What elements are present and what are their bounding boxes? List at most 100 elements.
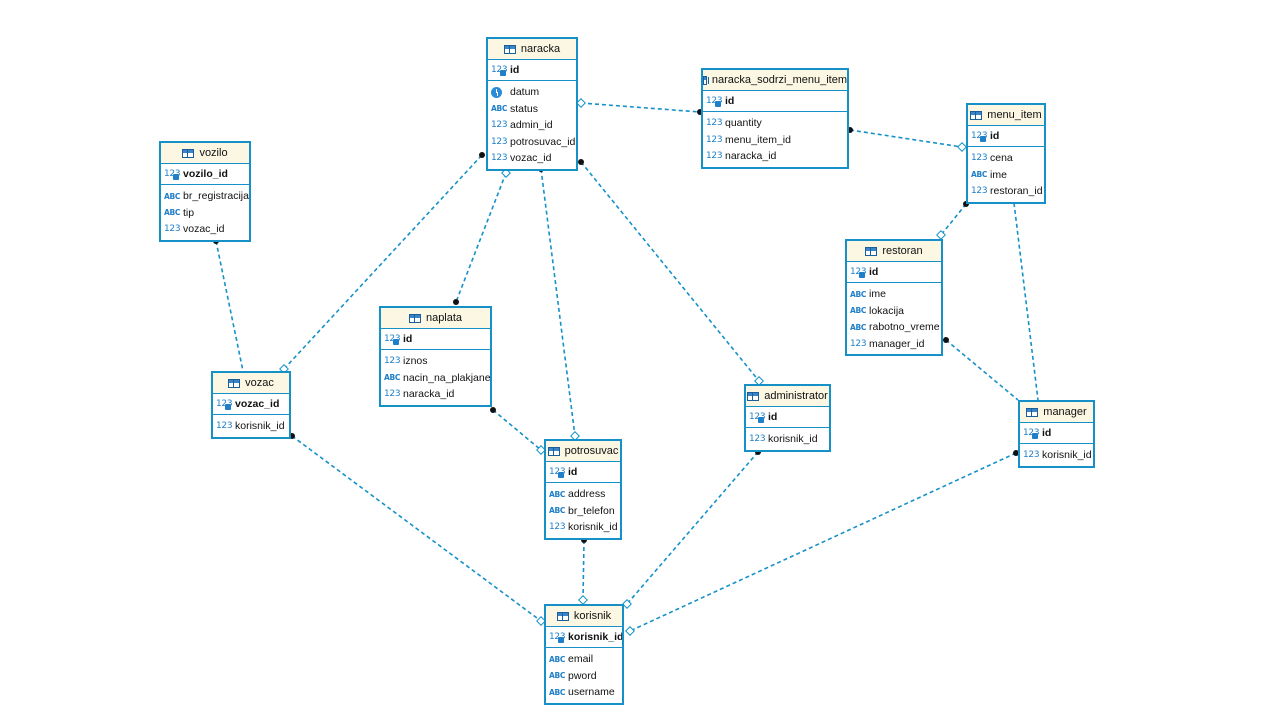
entity-header[interactable]: naracka bbox=[488, 39, 576, 60]
entity-header[interactable]: naracka_sodrzi_menu_item bbox=[703, 70, 847, 91]
relationship-naplata-potrosuvac[interactable] bbox=[490, 407, 546, 455]
entity-header[interactable]: menu_item bbox=[968, 105, 1044, 126]
column-name: id bbox=[768, 411, 778, 423]
relationship-potrosuvac-naracka[interactable] bbox=[538, 166, 580, 441]
numeric-type-icon: 123 bbox=[164, 224, 181, 235]
primary-key-icon: 123 bbox=[491, 65, 508, 76]
entity-header[interactable]: naplata bbox=[381, 308, 490, 329]
relationship-korisnik-vozac[interactable] bbox=[289, 433, 546, 626]
entity-header[interactable]: vozilo bbox=[161, 143, 249, 164]
relationship-manager-menu_item[interactable] bbox=[1013, 202, 1039, 401]
column-name: id bbox=[869, 266, 879, 278]
relationship-manager-restoran[interactable] bbox=[943, 337, 1019, 401]
relationship-end-diamond bbox=[578, 595, 588, 605]
relationship-naracka-naracka_sodrzi_menu_item[interactable] bbox=[576, 98, 703, 115]
primary-key-icon: 123 bbox=[749, 412, 766, 423]
entity-header[interactable]: vozac bbox=[213, 373, 289, 394]
numeric-type-icon: 123 bbox=[971, 186, 988, 197]
numeric-type-icon: 123 bbox=[1023, 450, 1040, 461]
relationship-korisnik-potrosuvac[interactable] bbox=[578, 537, 588, 605]
column-row[interactable]: datum bbox=[488, 84, 576, 101]
text-type-icon: ABC bbox=[549, 489, 566, 499]
entity-title: naracka bbox=[520, 43, 561, 55]
column-name: korisnik_id bbox=[568, 631, 622, 643]
relationship-menu_item-naracka_sodrzi_menu_item[interactable] bbox=[847, 127, 967, 152]
relationship-korisnik-administrator[interactable] bbox=[622, 449, 761, 609]
relationship-restoran-menu_item[interactable] bbox=[936, 201, 969, 240]
relationship-korisnik-manager[interactable] bbox=[625, 450, 1019, 636]
relationship-administrator-naracka[interactable] bbox=[578, 159, 764, 386]
relationship-vozac-vozilo[interactable] bbox=[213, 238, 244, 372]
column-name: br_telefon bbox=[568, 504, 615, 517]
entity-header[interactable]: manager bbox=[1020, 402, 1093, 423]
entity-header[interactable]: potrosuvac bbox=[546, 441, 620, 462]
entity-header[interactable]: administrator bbox=[746, 386, 829, 407]
entity-header[interactable]: restoran bbox=[847, 241, 941, 262]
relationship-naracka-naplata[interactable] bbox=[453, 168, 511, 305]
column-name: id bbox=[568, 466, 578, 478]
column-name: korisnik_id bbox=[768, 433, 818, 446]
entity-header[interactable]: korisnik bbox=[546, 606, 622, 627]
